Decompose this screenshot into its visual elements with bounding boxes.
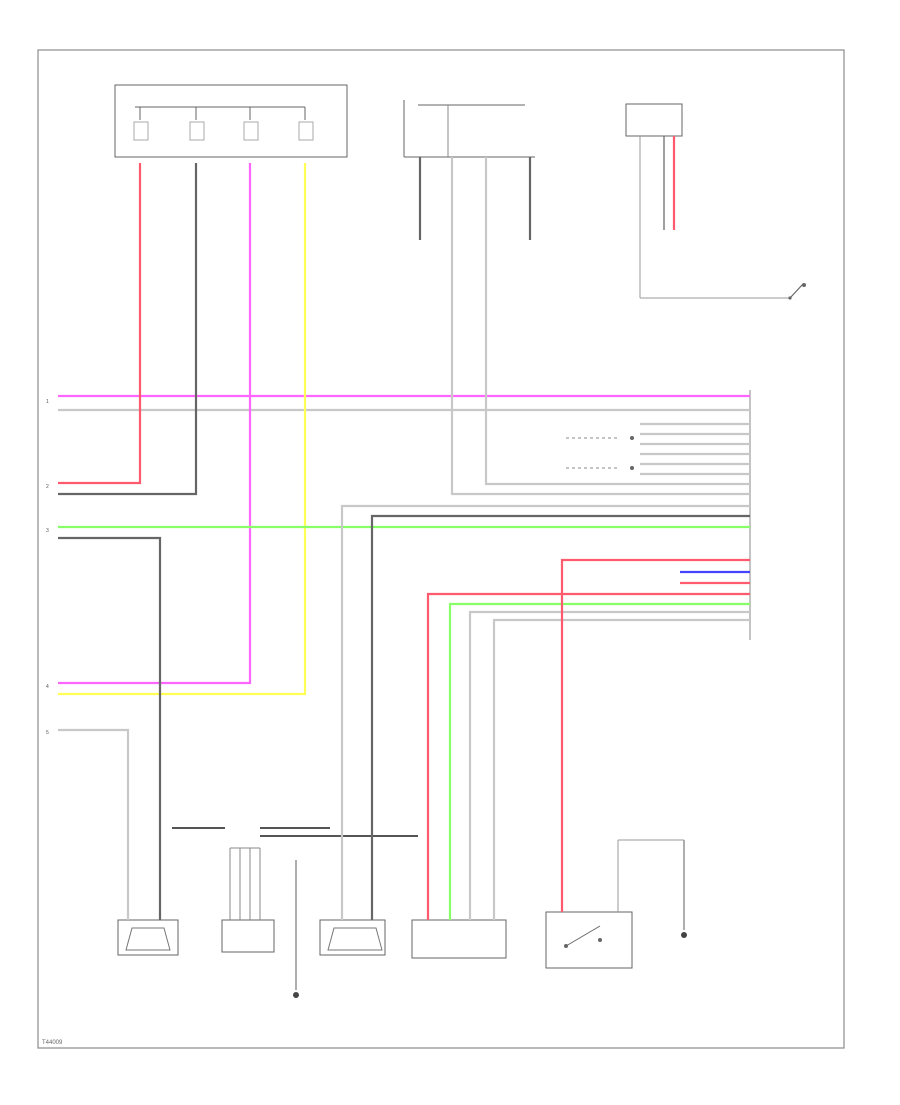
- combination-switch: [545, 911, 633, 969]
- bottom-components: [117, 839, 687, 998]
- fuse-2: [189, 121, 205, 141]
- wire-green-steer: [448, 602, 750, 920]
- center-connector: [221, 919, 275, 953]
- wire-red-fuse1: [58, 163, 142, 485]
- wire-blue-steer: [492, 618, 750, 920]
- internal-switch-group: [566, 436, 634, 470]
- fuse-block: [114, 84, 348, 158]
- shielded-bundle: [172, 827, 418, 920]
- diagram-frame: [37, 49, 845, 1049]
- wire-gray-lspk: [370, 514, 750, 920]
- speaker-left-front: [319, 919, 386, 956]
- steering-connector: [411, 919, 507, 959]
- fuse-4: [298, 121, 314, 141]
- diagram-code: T44009: [42, 1040, 63, 1046]
- wire-red-combo: [560, 558, 750, 912]
- left-connector-pins: 1 2 3 4 5: [46, 399, 49, 736]
- fuse-3: [243, 121, 259, 141]
- wire-gray-speaker: [58, 536, 162, 920]
- top-right-switch: [625, 103, 806, 300]
- speaker-right-front: [117, 919, 179, 956]
- connector-pin-label: 2: [46, 484, 49, 490]
- ground-point: [293, 992, 299, 998]
- wire-red-steer: [426, 592, 750, 920]
- wire-pink-fuse3: [58, 163, 252, 685]
- relay-block: [403, 100, 535, 158]
- fuse-1: [133, 121, 149, 141]
- wire-gray-white: [58, 728, 130, 920]
- wire-relay-3: [450, 157, 750, 496]
- wire-gray-fuse2: [58, 163, 198, 496]
- connector-pin-label: 4: [46, 684, 49, 690]
- wire-yellow-fuse4: [58, 163, 307, 696]
- wire-lgray-lspk: [340, 504, 750, 920]
- wires-layer: [58, 136, 750, 920]
- connector-pin-label: 1: [46, 399, 49, 405]
- wire-relay-4: [484, 157, 750, 486]
- connector-pin-label: 3: [46, 528, 49, 534]
- wire-gray-steer: [468, 610, 750, 920]
- connector-pin-label: 5: [46, 730, 49, 736]
